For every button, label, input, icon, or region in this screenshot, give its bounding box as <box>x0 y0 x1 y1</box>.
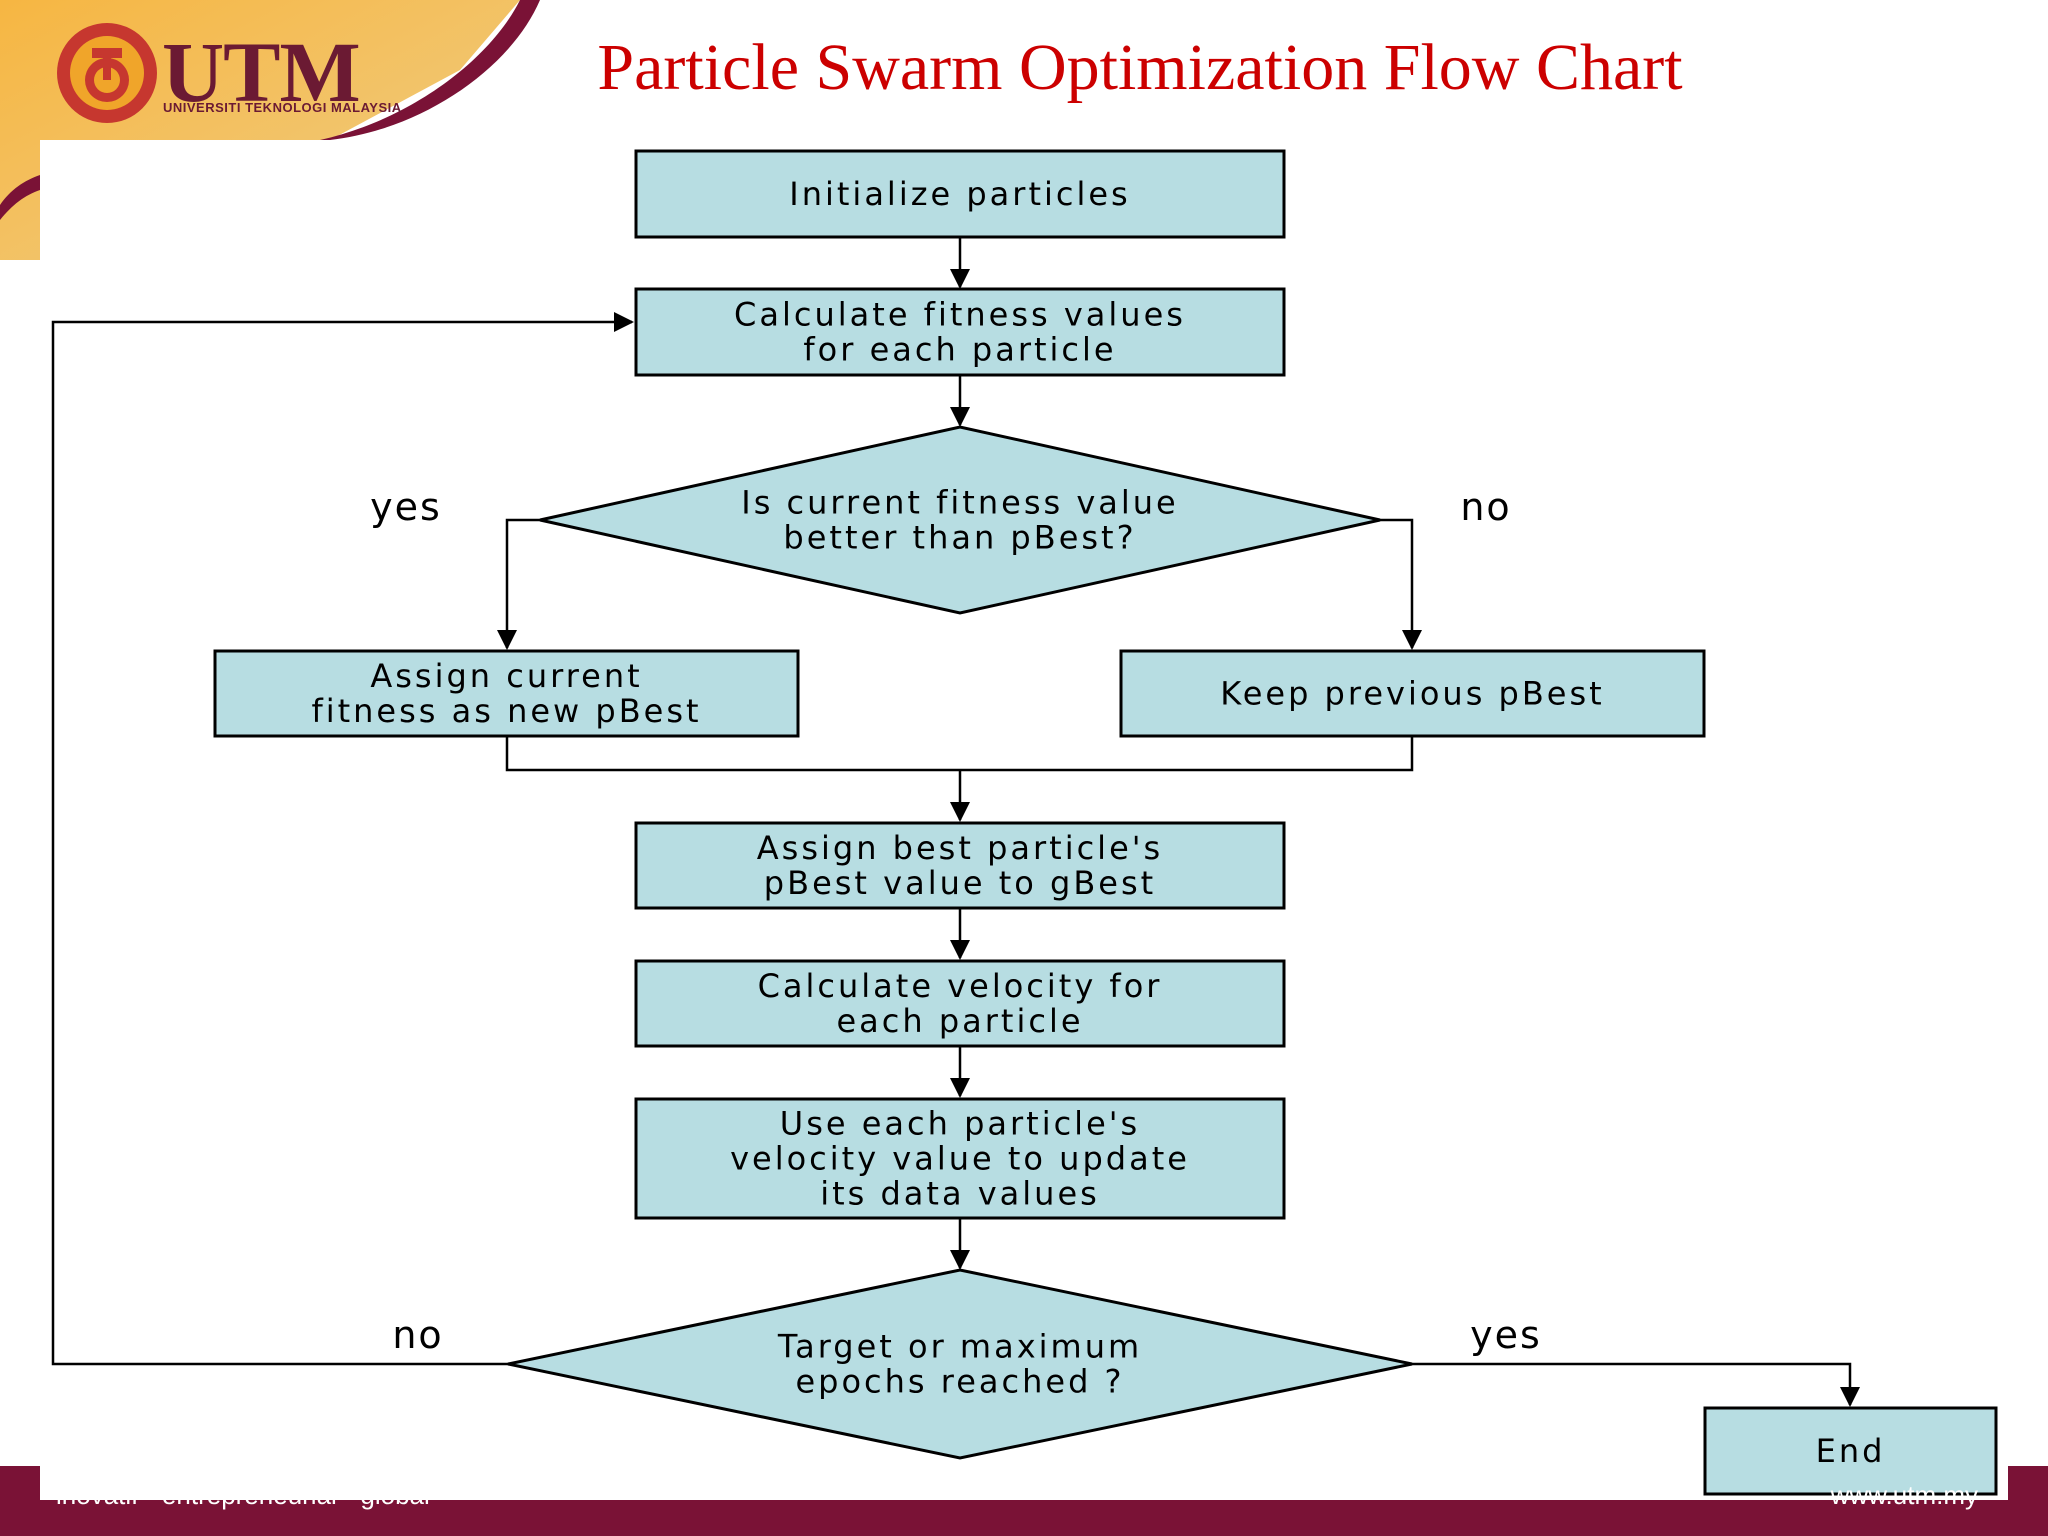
node-fitness-label-1: Calculate fitness values <box>734 296 1186 334</box>
node-decision2-label-1: Target or maximum <box>777 1328 1142 1366</box>
node-assign-pbest-label-1: Assign current <box>370 657 642 695</box>
arrow-decision2-yes <box>1410 1362 1860 1407</box>
footer-tagline: inovatif • entrepreneurial • global <box>56 1480 430 1510</box>
node-gbest-label-1: Assign best particle's <box>757 829 1163 867</box>
node-end-label-1: End <box>1816 1432 1886 1470</box>
connector-merge <box>505 735 1414 772</box>
node-velocity-box <box>634 959 1286 1048</box>
node-initialize-box <box>634 149 1286 239</box>
node-end-box <box>1703 1406 1998 1496</box>
logo-wordmark: UTM <box>162 24 361 120</box>
edge-label-d2-no: no <box>392 1313 443 1357</box>
node-update-label-3: its data values <box>820 1175 1100 1213</box>
node-decision1-diamond <box>539 425 1381 615</box>
arrow-decision1-no <box>1378 518 1422 650</box>
node-keep-pbest-label-1: Keep previous pBest <box>1220 675 1604 713</box>
edge-label-d2-yes: yes <box>1470 1313 1542 1357</box>
node-update-label-1: Use each particle's <box>780 1105 1140 1143</box>
node-gbest-label-2: pBest value to gBest <box>764 864 1156 902</box>
header-maroon-swoosh <box>320 0 540 140</box>
node-decision1-label-1: Is current fitness value <box>741 484 1178 522</box>
node-velocity-label-1: Calculate velocity for <box>758 967 1163 1005</box>
node-decision2-label-2: epochs reached ? <box>795 1363 1124 1401</box>
page-title: Particle Swarm Optimization Flow Chart <box>597 31 1683 104</box>
arrow-decision2-no-loop <box>51 312 634 1366</box>
node-decision2-diamond <box>507 1268 1413 1460</box>
node-assign-pbest-box <box>213 649 800 738</box>
edge-label-d1-yes: yes <box>370 485 442 529</box>
node-fitness-box <box>634 287 1286 377</box>
node-assign-pbest-label-2: fitness as new pBest <box>311 692 701 730</box>
node-velocity-label-2: each particle <box>836 1002 1083 1040</box>
node-update-box <box>634 1097 1286 1220</box>
node-decision1-label-2: better than pBest? <box>783 519 1136 557</box>
footer-url: www.utm.my <box>1830 1480 1978 1510</box>
node-fitness-label-2: for each particle <box>803 331 1116 369</box>
node-gbest-box <box>634 821 1286 910</box>
utm-logo-icon <box>57 23 157 123</box>
logo-subtitle: UNIVERSITI TEKNOLOGI MALAYSIA <box>163 100 402 115</box>
node-update-label-2: velocity value to update <box>730 1140 1190 1178</box>
left-maroon-swoosh <box>0 175 40 220</box>
arrow-decision1-yes <box>497 518 540 650</box>
node-initialize-label-1: Initialize particles <box>789 175 1130 213</box>
edge-label-d1-no: no <box>1460 485 1511 529</box>
node-keep-pbest-box <box>1119 649 1706 738</box>
